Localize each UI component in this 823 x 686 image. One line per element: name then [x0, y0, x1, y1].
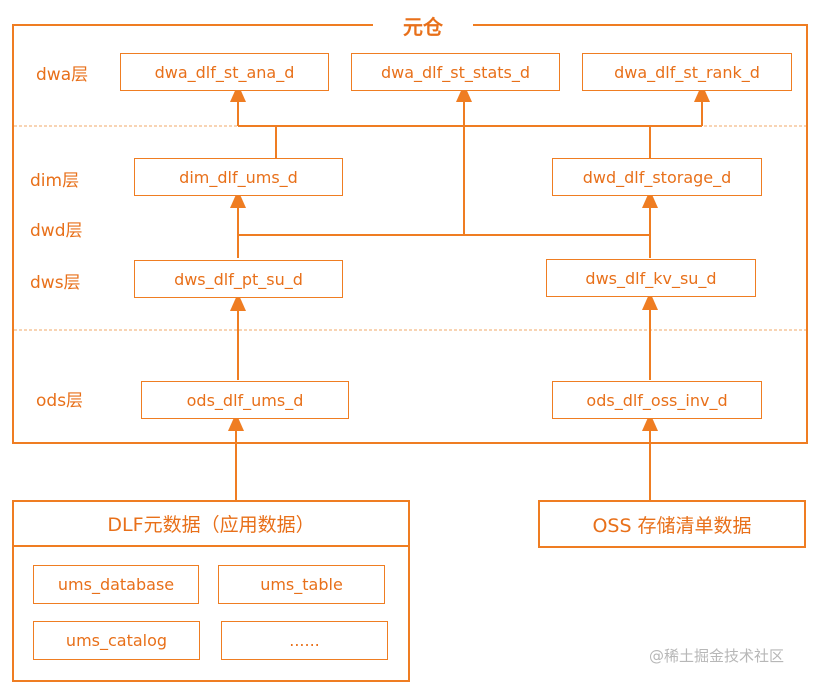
table-dws-pt: dws_dlf_pt_su_d	[134, 260, 343, 298]
layer-label-dwd: dwd层	[30, 221, 83, 241]
dlf-item-catalog: ums_catalog	[33, 621, 200, 660]
table-dws-kv: dws_dlf_kv_su_d	[546, 259, 756, 297]
layer-label-dim: dim层	[30, 171, 80, 191]
table-dwa-rank: dwa_dlf_st_rank_d	[582, 53, 792, 91]
warehouse-title: 元仓	[373, 11, 473, 40]
table-dwd-storage: dwd_dlf_storage_d	[552, 158, 762, 196]
dlf-source-title: DLF元数据（应用数据）	[12, 500, 410, 547]
table-ods-ums: ods_dlf_ums_d	[141, 381, 349, 419]
table-dwa-ana: dwa_dlf_st_ana_d	[120, 53, 329, 91]
table-ods-oss: ods_dlf_oss_inv_d	[552, 381, 762, 419]
oss-source-box: OSS 存储清单数据	[538, 500, 806, 548]
layer-label-dwa: dwa层	[36, 65, 89, 85]
table-dwa-stats: dwa_dlf_st_stats_d	[351, 53, 560, 91]
layer-label-ods: ods层	[36, 391, 84, 411]
layer-label-dws: dws层	[30, 273, 81, 293]
watermark: @稀土掘金技术社区	[649, 647, 785, 665]
table-dim-ums: dim_dlf_ums_d	[134, 158, 343, 196]
dlf-item-database: ums_database	[33, 565, 199, 604]
dlf-item-more: ......	[221, 621, 388, 660]
dlf-item-table: ums_table	[218, 565, 385, 604]
